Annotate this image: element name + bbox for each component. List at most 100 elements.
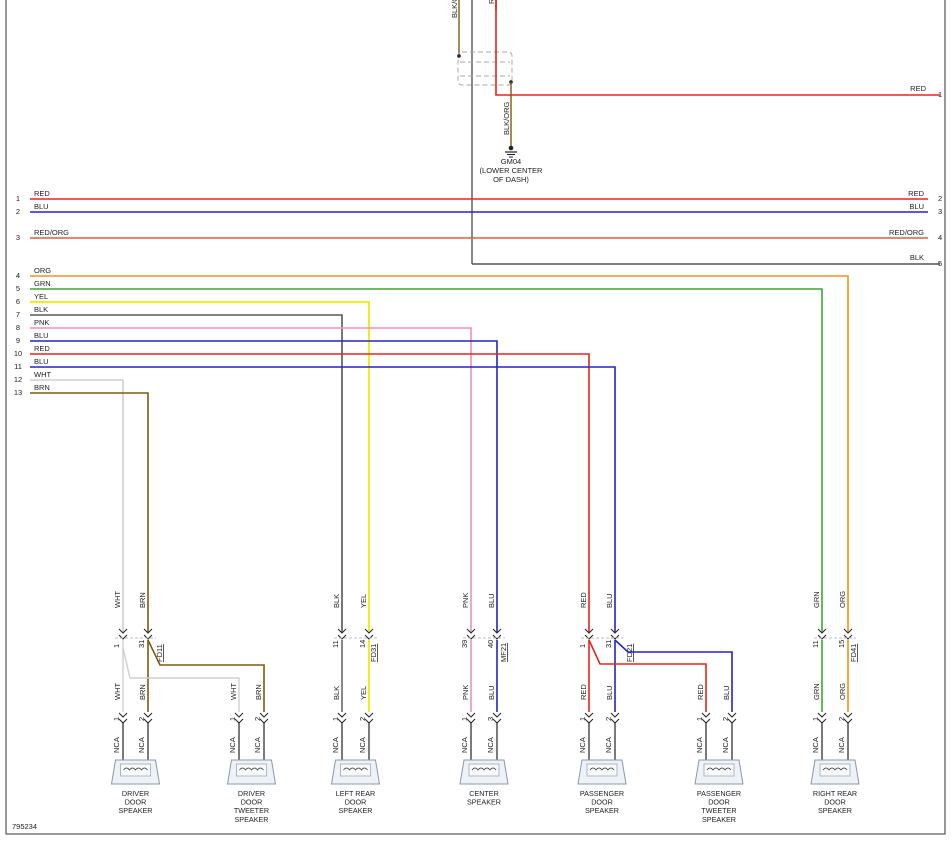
wire-label-left: RED/ORG bbox=[34, 228, 69, 237]
wire-label-lower: BLK bbox=[332, 686, 341, 700]
speaker-pin: 2 bbox=[137, 717, 146, 721]
connector-pin: 40 bbox=[486, 640, 495, 648]
speaker-name: TWEETER bbox=[701, 806, 736, 815]
wire-label-left: BRN bbox=[34, 383, 50, 392]
connector-id: FD11 bbox=[155, 644, 164, 662]
nca-label: NCA bbox=[695, 737, 704, 753]
right-pin: 2 bbox=[938, 194, 942, 203]
speaker-icon bbox=[226, 759, 277, 785]
speaker-name: DOOR bbox=[591, 798, 613, 807]
left-pin: 2 bbox=[16, 207, 20, 216]
wire-grn-pin5 bbox=[30, 288, 823, 632]
wire-red-right bbox=[495, 0, 940, 96]
nca-label: NCA bbox=[253, 737, 262, 753]
wire-wht-pin12 bbox=[30, 379, 124, 632]
speaker-name: RIGHT REAR bbox=[813, 789, 857, 798]
speaker-name: DRIVER bbox=[238, 789, 265, 798]
left-pin: 3 bbox=[16, 233, 20, 242]
left-pin: 1 bbox=[16, 194, 20, 203]
speaker-name: DOOR bbox=[345, 798, 367, 807]
speaker-name: LEFT REAR bbox=[336, 789, 375, 798]
connector-pin: 1 bbox=[578, 644, 587, 648]
speaker-icon bbox=[577, 759, 627, 785]
ground-location: (LOWER CENTER bbox=[480, 166, 544, 175]
speaker-pin: 1 bbox=[695, 717, 704, 721]
connector-pin: 11 bbox=[331, 640, 340, 648]
wire-label-upper: ORG bbox=[838, 591, 847, 608]
speaker-pin: 1 bbox=[578, 717, 587, 721]
connector-pin: 15 bbox=[837, 640, 846, 648]
wire-blu-pin11 bbox=[30, 366, 616, 632]
nca-label: NCA bbox=[486, 737, 495, 753]
right-pin-1: 1 bbox=[938, 90, 942, 99]
wire-label-red-right: RED bbox=[910, 84, 926, 93]
connector-chevron-icon bbox=[337, 628, 347, 640]
wire-label-upper: WHT bbox=[113, 591, 122, 608]
connector-chevron-icon bbox=[610, 628, 620, 640]
wire-label-lower: RED bbox=[696, 684, 705, 700]
wire-label-lower: PNK bbox=[461, 685, 470, 700]
connector-pin: 39 bbox=[460, 640, 469, 648]
speaker-name: SPEAKER bbox=[702, 815, 736, 824]
speaker-name: DRIVER bbox=[122, 789, 149, 798]
wire-label-left: ORG bbox=[34, 266, 51, 275]
speaker-pin: 2 bbox=[721, 717, 730, 721]
wire-wht-tweeter bbox=[122, 647, 240, 712]
connector-id: FD41 bbox=[849, 644, 858, 662]
right-pin-5: 5 bbox=[938, 259, 942, 268]
wire-label-left: BLU bbox=[34, 357, 49, 366]
speaker-name: SPEAKER bbox=[339, 806, 373, 815]
connector-chevron-icon bbox=[584, 628, 594, 640]
wire-label-upper: BLU bbox=[605, 593, 614, 608]
speaker-name: SPEAKER bbox=[818, 806, 852, 815]
speaker-icon bbox=[110, 759, 161, 785]
speaker-pin: 1 bbox=[331, 717, 340, 721]
wire-label-blk-org-top: BLK/ORG bbox=[450, 0, 459, 18]
ground-id: GM04 bbox=[501, 157, 521, 166]
speaker-pin: 2 bbox=[358, 717, 367, 721]
splice-shield bbox=[457, 51, 513, 86]
speaker-name: DOOR bbox=[125, 798, 147, 807]
wire-label-right: RED bbox=[908, 189, 924, 198]
wire-label-blk-org-mid: BLK/ORG bbox=[502, 101, 511, 135]
speaker-pin: 2 bbox=[604, 717, 613, 721]
speaker-name: DOOR bbox=[708, 798, 730, 807]
speaker-pin: 3 bbox=[486, 717, 495, 721]
wire-label-right: RED/ORG bbox=[889, 228, 924, 237]
wire-label-upper: GRN bbox=[812, 591, 821, 608]
nca-label: NCA bbox=[358, 737, 367, 753]
connector-chevron-icon bbox=[466, 628, 476, 640]
wire-label-left: GRN bbox=[34, 279, 51, 288]
wire-label-left: BLK bbox=[34, 305, 48, 314]
speaker-coil-icon bbox=[239, 767, 264, 771]
wire-pnk-pin8 bbox=[30, 327, 472, 632]
wire-label-upper: BRN bbox=[138, 592, 147, 608]
speaker-name: CENTER bbox=[469, 789, 499, 798]
wire-label-lower: RED bbox=[579, 684, 588, 700]
speaker-pin: 2 bbox=[837, 717, 846, 721]
wire-label-lower: WHT bbox=[113, 683, 122, 700]
speaker-name: SPEAKER bbox=[467, 798, 501, 807]
figure-id: 795234 bbox=[12, 822, 37, 831]
left-pin: 5 bbox=[16, 284, 20, 293]
right-pin: 3 bbox=[938, 207, 942, 216]
speaker-coil-icon bbox=[471, 767, 497, 771]
connector-pin: 14 bbox=[358, 640, 367, 648]
wire-label-left: YEL bbox=[34, 292, 48, 301]
wire-label-lower: GRN bbox=[812, 683, 821, 700]
wire-label-upper: YEL bbox=[359, 594, 368, 608]
wire-label-left: BLU bbox=[34, 331, 49, 340]
speaker-pin: 2 bbox=[253, 717, 262, 721]
wire-label-lower: BLU bbox=[605, 685, 614, 700]
nca-label: NCA bbox=[578, 737, 587, 753]
speaker-coil-icon bbox=[706, 767, 732, 771]
speaker-coil-icon bbox=[589, 767, 615, 771]
left-pin: 4 bbox=[16, 271, 20, 280]
left-pin: 10 bbox=[14, 349, 22, 358]
wire-label-lower: BRN bbox=[254, 684, 263, 700]
left-pin: 13 bbox=[14, 388, 22, 397]
wire-red-tweeter bbox=[588, 639, 707, 712]
wire-label-lower: ORG bbox=[838, 683, 847, 700]
left-pin: 7 bbox=[16, 310, 20, 319]
